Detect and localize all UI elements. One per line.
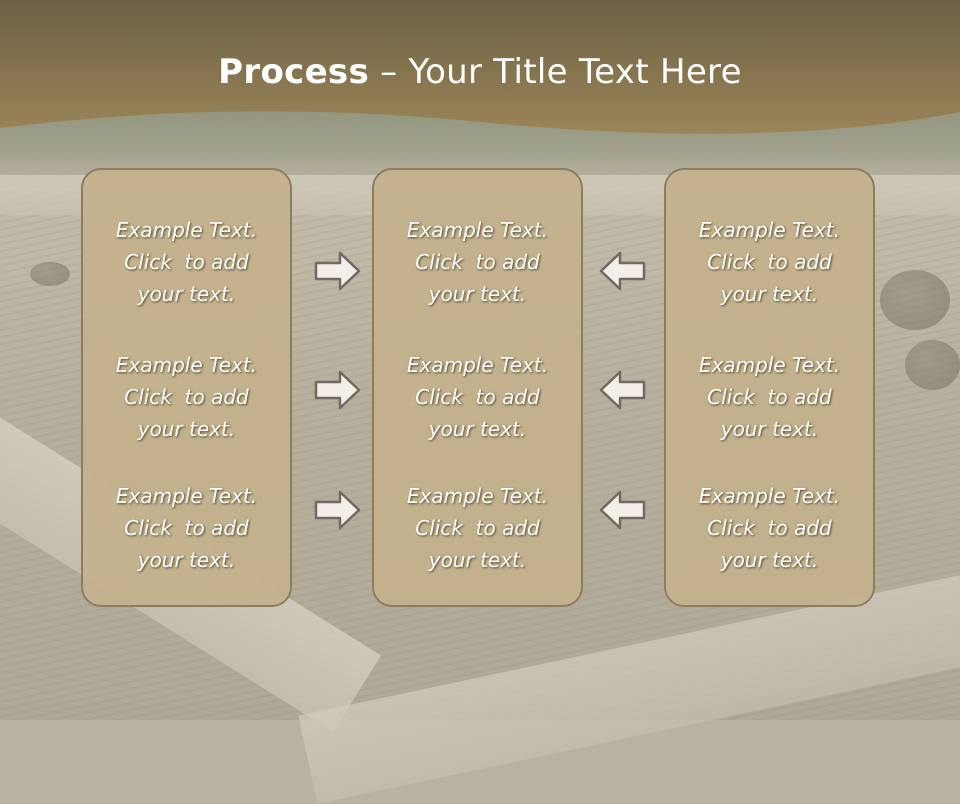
arrow-left-icon[interactable] [597,250,647,292]
text-line: Example Text. [406,218,549,242]
text-line: your text. [720,548,819,572]
text-line: your text. [137,417,236,441]
text-line: your text. [428,282,527,306]
text-line: Click to add [415,250,540,274]
text-placeholder[interactable]: Example Text. Click to add your text. [83,349,290,445]
text-line: Click to add [707,385,832,409]
background-rock [880,270,950,330]
text-line: Click to add [415,516,540,540]
slide-title[interactable]: Process – Your Title Text Here [0,52,960,92]
text-placeholder[interactable]: Example Text. Click to add your text. [374,349,581,445]
text-line: Click to add [415,385,540,409]
background-rock [30,262,70,286]
text-line: your text. [428,548,527,572]
process-column-1[interactable]: Example Text. Click to add your text. Ex… [81,168,292,607]
process-column-2[interactable]: Example Text. Click to add your text. Ex… [372,168,583,607]
title-text: – Your Title Text Here [369,52,742,92]
text-line: Click to add [124,516,249,540]
arrow-right-icon[interactable] [313,369,363,411]
arrow-right-icon[interactable] [313,489,363,531]
text-line: your text. [720,417,819,441]
text-placeholder[interactable]: Example Text. Click to add your text. [374,214,581,310]
arrow-right-icon[interactable] [313,250,363,292]
text-line: Example Text. [115,484,258,508]
title-bold-text: Process [218,52,370,92]
background-rock [905,340,960,390]
text-placeholder[interactable]: Example Text. Click to add your text. [374,480,581,576]
text-line: Example Text. [406,484,549,508]
text-line: Click to add [707,516,832,540]
text-line: Example Text. [698,484,841,508]
text-placeholder[interactable]: Example Text. Click to add your text. [666,214,873,310]
text-line: Example Text. [406,353,549,377]
text-line: Click to add [124,250,249,274]
text-line: your text. [428,417,527,441]
text-line: your text. [137,282,236,306]
title-band [0,0,960,134]
text-placeholder[interactable]: Example Text. Click to add your text. [83,480,290,576]
text-line: your text. [137,548,236,572]
arrow-left-icon[interactable] [597,369,647,411]
text-placeholder[interactable]: Example Text. Click to add your text. [666,349,873,445]
text-line: Example Text. [115,218,258,242]
text-placeholder[interactable]: Example Text. Click to add your text. [666,480,873,576]
text-line: Click to add [707,250,832,274]
text-line: Example Text. [115,353,258,377]
process-column-3[interactable]: Example Text. Click to add your text. Ex… [664,168,875,607]
text-placeholder[interactable]: Example Text. Click to add your text. [83,214,290,310]
text-line: Click to add [124,385,249,409]
text-line: your text. [720,282,819,306]
text-line: Example Text. [698,353,841,377]
arrow-left-icon[interactable] [597,489,647,531]
text-line: Example Text. [698,218,841,242]
